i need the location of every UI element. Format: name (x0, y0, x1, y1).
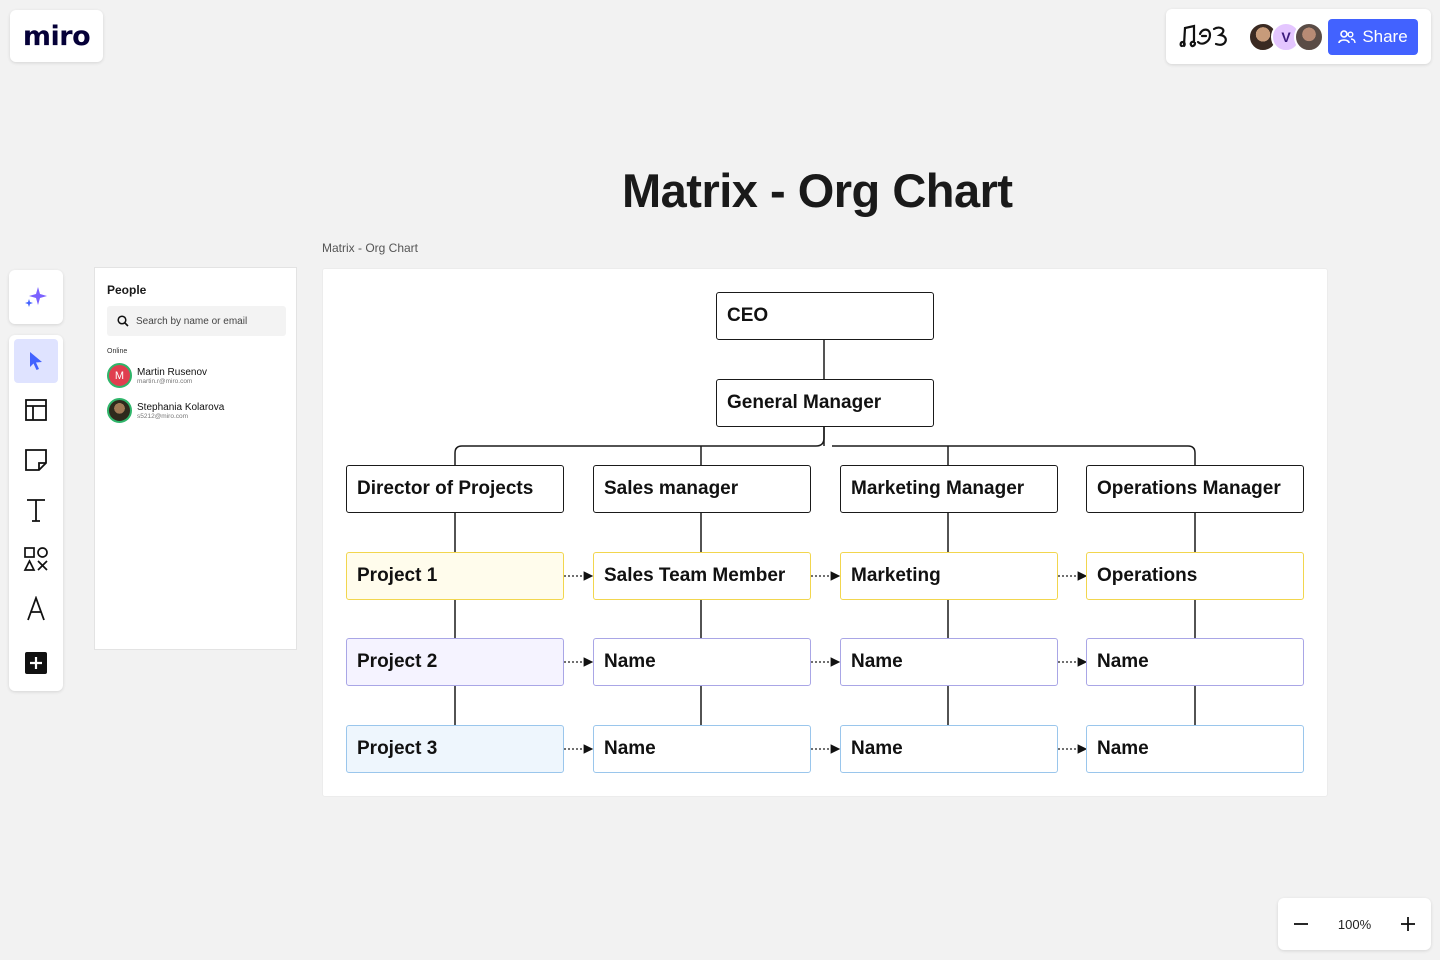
node-member[interactable]: Name (593, 725, 811, 773)
avatar: M (107, 363, 132, 388)
cursor-icon (30, 352, 42, 370)
main-toolbar (9, 335, 63, 691)
node-manager[interactable]: Marketing Manager (840, 465, 1058, 513)
person-name: Stephania Kolarova (137, 401, 225, 413)
node-general-manager[interactable]: General Manager (716, 379, 934, 427)
shapes-icon (23, 547, 48, 571)
search-input[interactable]: Search by name or email (107, 306, 286, 336)
zoom-in-icon[interactable] (1399, 915, 1417, 933)
board-title[interactable]: Matrix - Org Chart (622, 164, 1013, 217)
share-button[interactable]: Share (1328, 18, 1418, 55)
online-label: Online (107, 348, 128, 355)
list-item[interactable]: M Martin Rusenov martin.r@miro.com (107, 363, 207, 388)
top-right-bar: V Share (1166, 9, 1431, 64)
more-tools-button[interactable] (14, 641, 58, 685)
search-icon (117, 315, 129, 327)
sparkle-icon (25, 287, 47, 307)
person-email: s5212@miro.com (137, 412, 189, 420)
avatar[interactable]: V (1271, 21, 1301, 52)
plus-square-icon (25, 652, 47, 674)
avatar[interactable] (1294, 21, 1324, 52)
node-manager[interactable]: Sales manager (593, 465, 811, 513)
pen-tool[interactable] (14, 587, 58, 631)
people-panel: People Search by name or email Online M … (94, 267, 297, 650)
list-item[interactable]: Stephania Kolarova s5212@miro.com (107, 398, 224, 423)
node-manager[interactable]: Operations Manager (1086, 465, 1304, 513)
panel-title: People (107, 283, 147, 297)
node-project[interactable]: Project 2 (346, 638, 564, 686)
shapes-tool[interactable] (14, 537, 58, 581)
frame-label[interactable]: Matrix - Org Chart (322, 241, 419, 255)
logo-text: miro (22, 20, 91, 52)
node-project[interactable]: Project 1 (346, 552, 564, 600)
node-member[interactable]: Name (840, 638, 1058, 686)
node-member[interactable]: Operations (1086, 552, 1304, 600)
zoom-level[interactable]: 100% (1337, 916, 1372, 932)
node-ceo[interactable]: CEO (716, 292, 934, 340)
node-project[interactable]: Project 3 (346, 725, 564, 773)
zoom-controls: 100% (1278, 898, 1431, 950)
layout-icon (25, 399, 47, 421)
collaborator-avatars[interactable]: V (1248, 21, 1324, 52)
avatar (107, 398, 132, 423)
text-tool[interactable] (14, 488, 58, 532)
node-member[interactable]: Name (1086, 725, 1304, 773)
users-icon (1338, 29, 1357, 43)
node-member[interactable]: Sales Team Member (593, 552, 811, 600)
pen-icon (27, 596, 45, 621)
org-chart-frame[interactable] (322, 268, 1328, 797)
node-member[interactable]: Name (593, 638, 811, 686)
node-member[interactable]: Name (1086, 638, 1304, 686)
person-email: martin.r@miro.com (137, 377, 193, 385)
node-manager[interactable]: Director of Projects (346, 465, 564, 513)
sticky-note-tool[interactable] (14, 438, 58, 482)
templates-tool[interactable] (14, 388, 58, 432)
miro-logo[interactable]: miro (10, 10, 103, 62)
select-tool[interactable] (14, 339, 58, 383)
node-member[interactable]: Name (840, 725, 1058, 773)
share-label: Share (1362, 26, 1408, 46)
sticky-note-icon (25, 449, 47, 471)
reactions-icon[interactable] (1178, 20, 1234, 54)
text-icon (27, 499, 45, 522)
person-name: Martin Rusenov (137, 366, 208, 378)
zoom-out-icon[interactable] (1292, 915, 1310, 933)
node-member[interactable]: Marketing (840, 552, 1058, 600)
search-placeholder: Search by name or email (136, 315, 248, 327)
ai-assist-button[interactable] (9, 270, 63, 324)
